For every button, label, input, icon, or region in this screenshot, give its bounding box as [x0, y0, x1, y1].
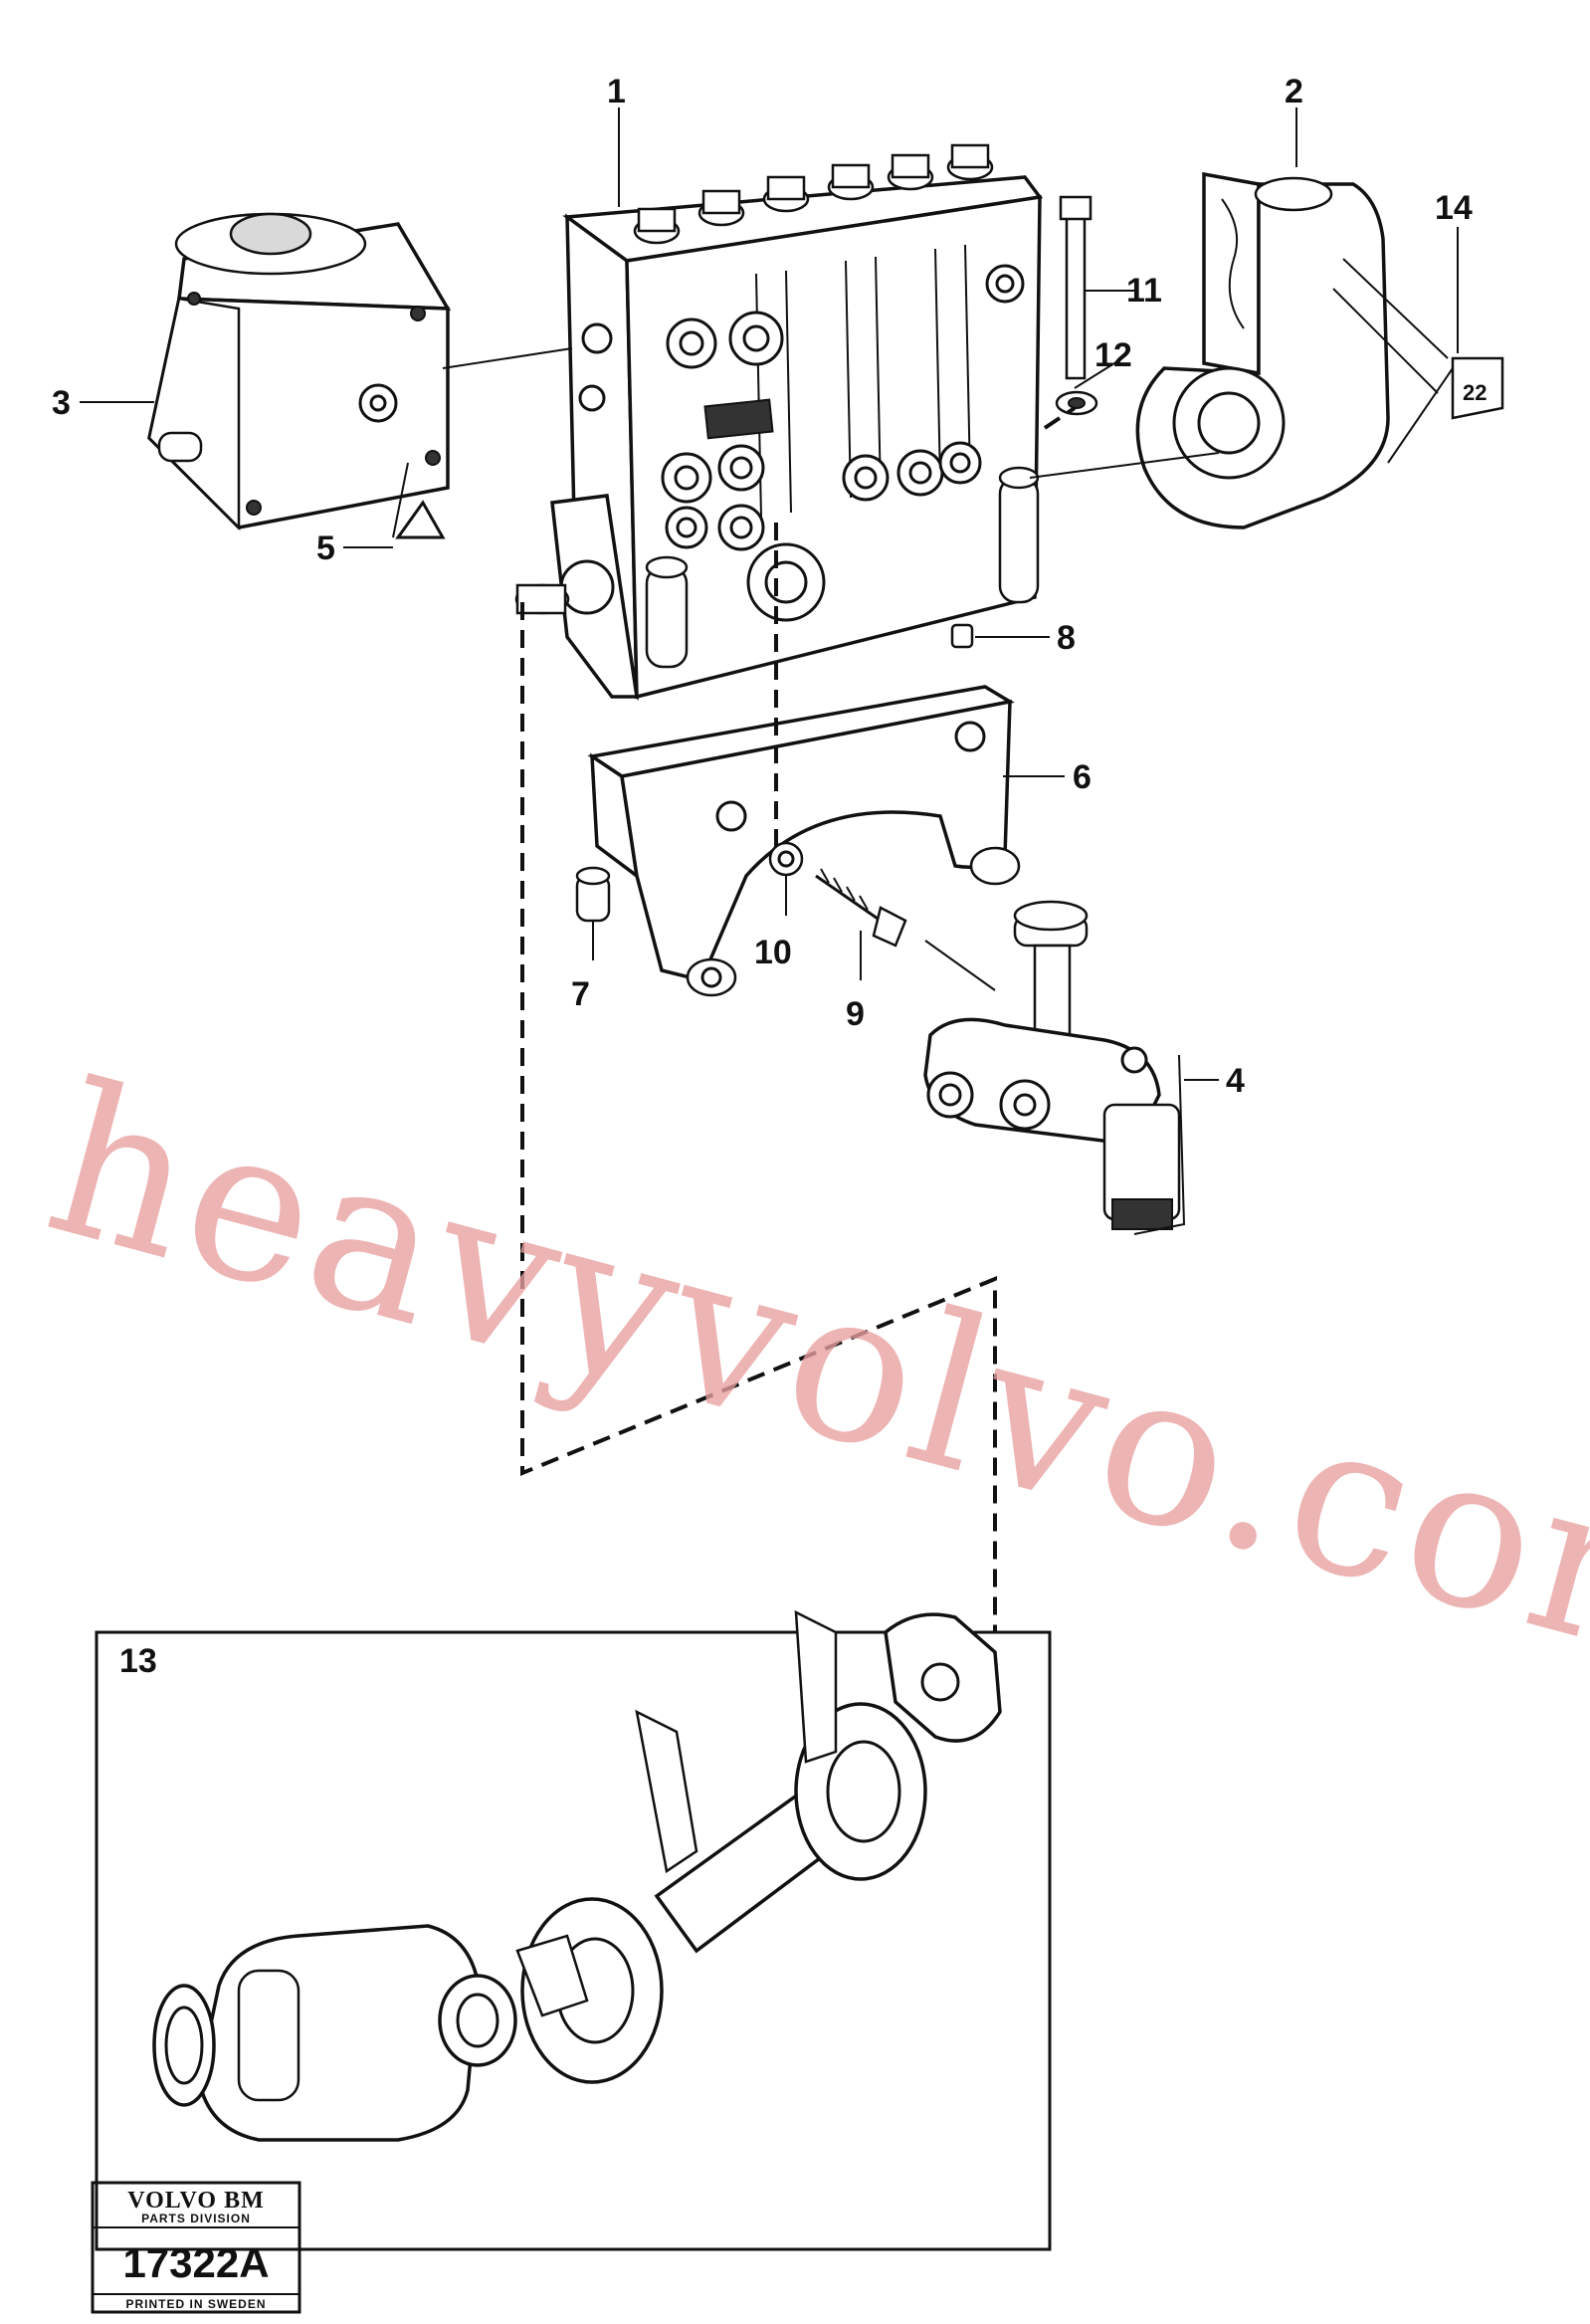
nut-10 [768, 841, 804, 877]
injection-pump [514, 143, 1044, 701]
callout-11: 11 [1126, 272, 1162, 310]
callout-4: 4 [1226, 1062, 1245, 1100]
callout-6: 6 [1073, 758, 1092, 796]
callout-5: 5 [316, 529, 335, 567]
callout-8: 8 [1057, 619, 1076, 657]
logo-footer: PRINTED IN SWEDEN [125, 2297, 266, 2311]
callout-2: 2 [1285, 73, 1303, 110]
callout-12: 12 [1094, 336, 1132, 374]
spacer-8 [950, 623, 974, 649]
box-label-text: 22 [1463, 380, 1487, 405]
callout-9: 9 [846, 995, 865, 1033]
governor-cover [147, 212, 452, 531]
dashed-connector [520, 602, 997, 1632]
volvo-bm-logo: VOLVO BM PARTS DIVISION 17322A PRINTED I… [91, 2181, 301, 2314]
callout-3: 3 [52, 384, 71, 422]
bolt-9 [815, 868, 907, 948]
long-bolt [1059, 195, 1093, 380]
callout-14: 14 [1435, 189, 1473, 227]
governor-housing [1135, 171, 1449, 529]
logo-number: 17322A [122, 2239, 269, 2286]
leader-lines [80, 107, 1459, 1081]
inset-drive-assembly [95, 1609, 1052, 2251]
mounting-bracket [587, 685, 1021, 997]
bushing-7 [575, 866, 611, 923]
callout-labels: 1 2 3 4 5 6 7 8 9 10 11 12 13 14 [52, 73, 1473, 1680]
label-box: 22 [1451, 356, 1504, 420]
retaining-clip [395, 500, 446, 539]
callout-1: 1 [607, 73, 626, 110]
callout-7: 7 [571, 975, 590, 1013]
callout-10: 10 [754, 934, 792, 971]
feed-pump [923, 900, 1186, 1235]
callout-13: 13 [119, 1642, 157, 1680]
logo-brand: VOLVO BM [127, 2188, 265, 2214]
logo-division: PARTS DIVISION [141, 2212, 251, 2225]
